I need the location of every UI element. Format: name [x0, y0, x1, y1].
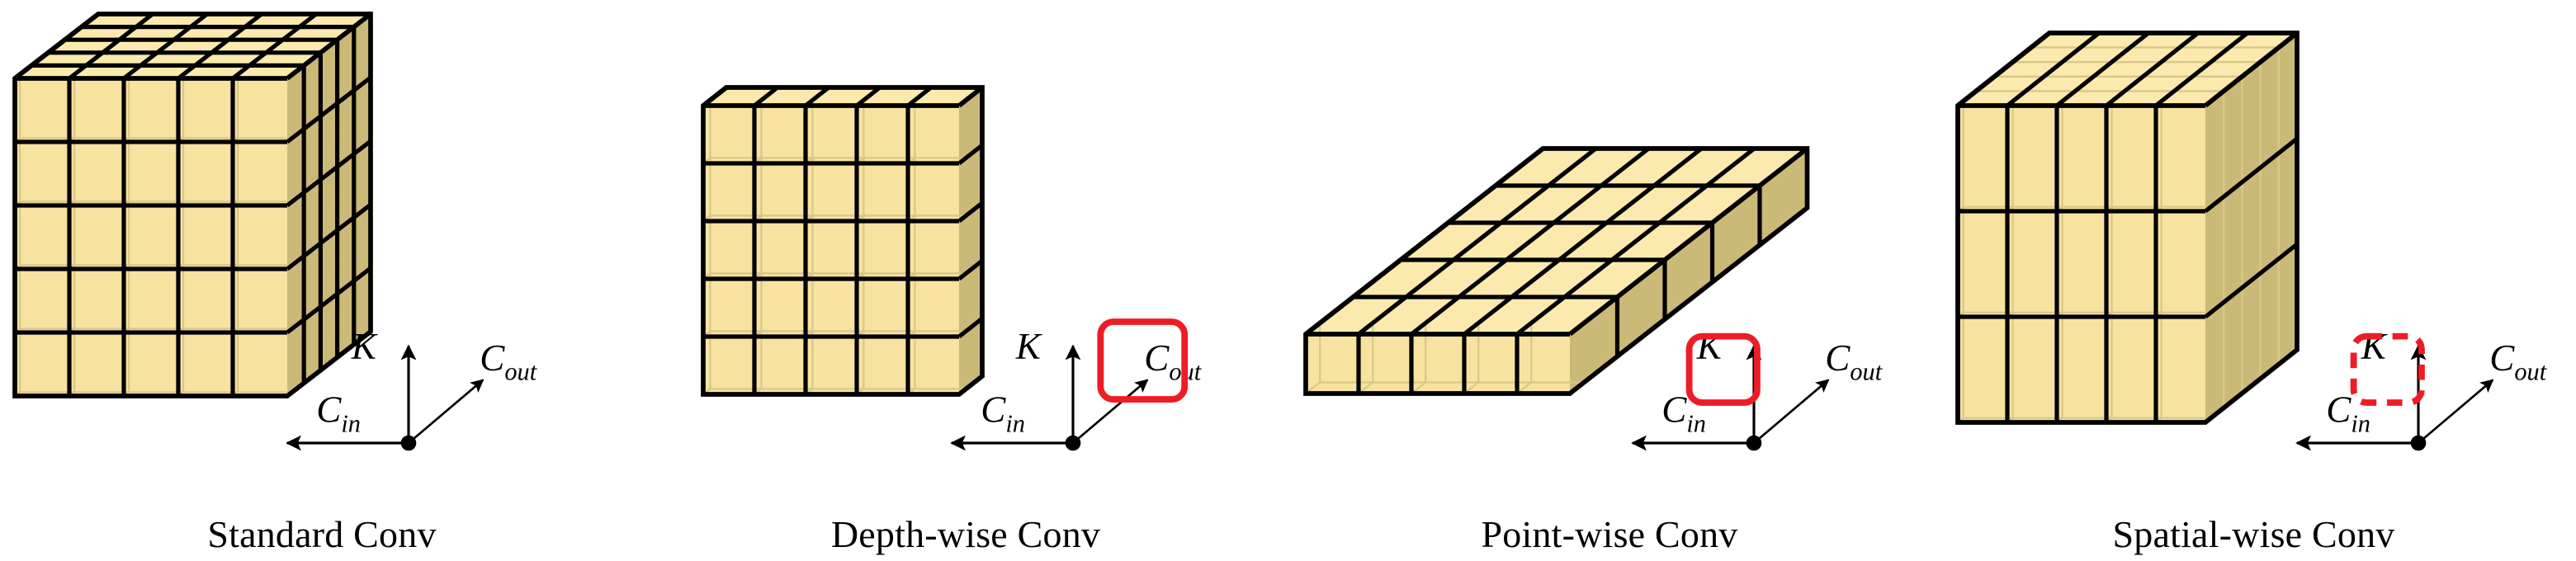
- point-wise-conv-illustration: K Cin Cout: [1303, 146, 1884, 451]
- right-face: [1570, 148, 1808, 394]
- top-column-divider: [753, 85, 779, 108]
- side-row-divider: [957, 143, 984, 166]
- c-in-axis-label: Cin: [1661, 389, 1706, 438]
- top-right-edge: [2204, 31, 2299, 108]
- right-face: [287, 14, 371, 396]
- top-column-divider: [1515, 146, 1756, 337]
- top-column-divider: [122, 12, 209, 81]
- cube-depth-wise-conv: [701, 85, 985, 397]
- top-right-edge: [286, 12, 372, 81]
- side-row-divider: [2204, 242, 2299, 319]
- top-face: [1306, 148, 1808, 334]
- standard-conv-illustration: K Cin Cout: [12, 12, 538, 451]
- side-row-divider: [286, 75, 372, 144]
- c-in-axis-label: Cin: [2326, 389, 2370, 438]
- c-out-axis-line: [1072, 379, 1149, 445]
- caption-point-wise-conv: Point-wise Conv: [1481, 513, 1738, 555]
- axis-triad-spatial-wise-conv: K Cin Cout: [2295, 326, 2548, 451]
- top-column-divider: [804, 85, 830, 108]
- side-row-divider: [286, 202, 372, 271]
- top-left-edge: [1304, 146, 1545, 337]
- caption-depth-wise-conv: Depth-wise Conv: [830, 513, 1101, 555]
- side-row-divider: [957, 258, 984, 281]
- top-column-divider: [68, 12, 154, 81]
- cube-spatial-wise-conv: [1955, 31, 2299, 425]
- panel-standard-conv: K Cin Cout Standard Conv: [0, 0, 644, 561]
- front-face: [703, 106, 959, 394]
- top-right-edge: [957, 85, 984, 108]
- c-out-axis-line: [1753, 379, 1830, 445]
- top-left-edge: [1956, 31, 2051, 108]
- side-row-divider: [957, 316, 984, 339]
- top-column-divider: [1357, 146, 1598, 337]
- k-axis-label: K: [2361, 326, 2388, 367]
- front-face: [1306, 334, 1570, 394]
- top-column-divider: [2006, 31, 2101, 108]
- cube-standard-conv: [12, 12, 373, 398]
- front-face: [15, 78, 287, 396]
- axis-triad-depth-wise-conv: K Cin Cout: [950, 318, 1203, 451]
- top-column-divider: [177, 12, 263, 81]
- top-column-divider: [1463, 146, 1704, 337]
- top-column-divider: [231, 12, 318, 81]
- c-out-axis-label: Cout: [1144, 337, 1202, 386]
- c-out-axis-label: Cout: [1825, 337, 1883, 386]
- top-left-edge: [13, 12, 100, 81]
- right-face: [2205, 33, 2297, 422]
- panel-point-wise-conv: K Cin Cout Point-wise Conv: [1288, 0, 1931, 561]
- top-column-divider: [855, 85, 882, 108]
- top-face: [1958, 33, 2297, 106]
- c-in-axis-label: Cin: [316, 389, 361, 438]
- axis-triad-point-wise-conv: K Cin Cout: [1631, 326, 1884, 451]
- top-right-edge: [1568, 146, 1809, 337]
- caption-standard-conv: Standard Conv: [207, 513, 437, 555]
- side-row-divider: [957, 200, 984, 224]
- highlight-box-k: [1685, 332, 1761, 406]
- k-axis-label: K: [351, 326, 378, 367]
- top-column-divider: [2055, 31, 2150, 108]
- right-face: [959, 87, 982, 394]
- top-face: [15, 14, 371, 78]
- c-out-axis-line: [408, 379, 484, 445]
- axis-triad-standard-conv: K Cin Cout: [286, 326, 538, 451]
- side-row-divider: [286, 266, 372, 335]
- c-in-axis-label: Cin: [981, 389, 1025, 438]
- highlight-box-c-out: [1097, 318, 1189, 403]
- top-column-divider: [906, 85, 933, 108]
- c-out-axis-label: Cout: [2489, 337, 2547, 386]
- cube-point-wise-conv: [1303, 146, 1810, 396]
- c-out-axis-label: Cout: [480, 337, 537, 386]
- panel-spatial-wise-conv: K Cin Cout Spatial-wise Conv: [1931, 0, 2576, 561]
- k-axis-label: K: [1015, 326, 1042, 367]
- spatial-wise-conv-illustration: K Cin Cout: [1955, 31, 2548, 451]
- top-column-divider: [2154, 31, 2249, 108]
- side-row-divider: [2204, 136, 2299, 214]
- front-face: [1958, 106, 2205, 422]
- top-left-edge: [702, 85, 728, 108]
- c-out-axis-line: [2418, 379, 2494, 445]
- side-row-divider: [286, 139, 372, 208]
- k-axis-label: K: [1696, 326, 1723, 367]
- top-column-divider: [1410, 146, 1651, 337]
- top-column-divider: [2105, 31, 2200, 108]
- depth-wise-conv-illustration: K Cin Cout: [701, 85, 1203, 451]
- panel-depth-wise-conv: K Cin Cout Depth-wise Conv: [644, 0, 1288, 561]
- highlight-box-k: [2350, 332, 2425, 406]
- top-face: [703, 87, 982, 106]
- caption-spatial-wise-conv: Spatial-wise Conv: [2112, 513, 2395, 555]
